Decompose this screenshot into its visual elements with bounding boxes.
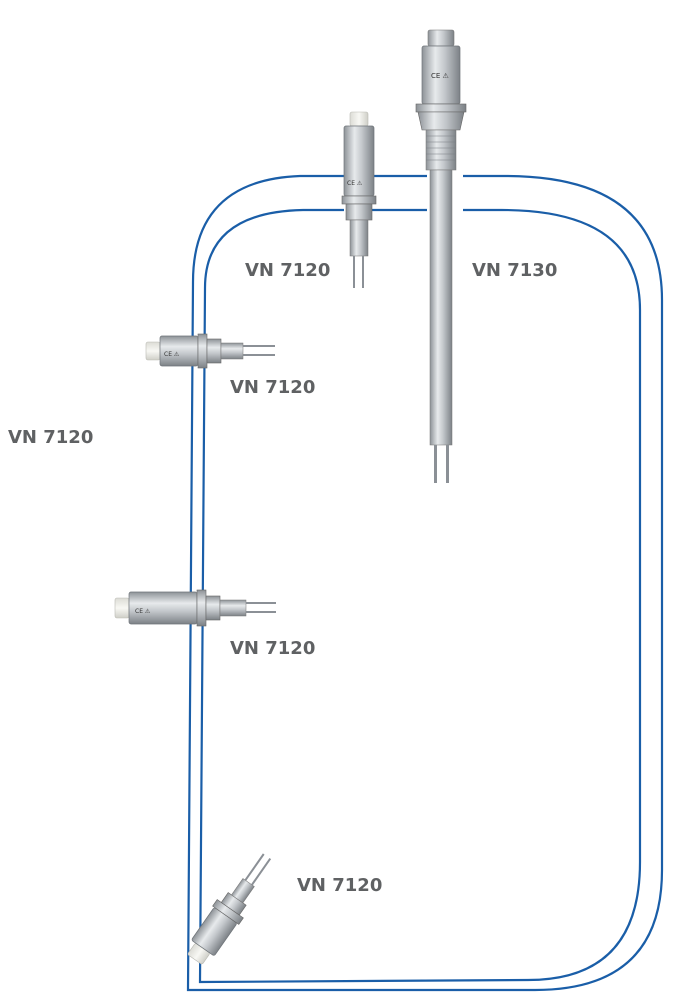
vn7120-bottom-sensor-icon xyxy=(187,853,272,965)
pipe-loop xyxy=(186,170,664,992)
label-vn7120-outside: VN 7120 xyxy=(8,427,94,448)
svg-text:CE ⚠: CE ⚠ xyxy=(431,72,450,80)
pipe-outer-wall xyxy=(186,174,664,992)
pipe-inner-wall xyxy=(198,208,642,984)
vn7120-side-lower-sensor-icon: CE ⚠ xyxy=(114,589,276,627)
svg-text:CE ⚠: CE ⚠ xyxy=(347,180,363,187)
label-vn7130: VN 7130 xyxy=(472,260,558,281)
vn7130-sensor-icon: CE ⚠ xyxy=(415,29,467,483)
svg-text:CE ⚠: CE ⚠ xyxy=(164,351,180,358)
vn7120-top-sensor-icon: CE ⚠ xyxy=(341,111,377,288)
label-vn7120-side-lower: VN 7120 xyxy=(230,638,316,659)
label-vn7120-top: VN 7120 xyxy=(245,260,331,281)
label-vn7120-side-upper: VN 7120 xyxy=(230,377,316,398)
label-vn7120-bottom: VN 7120 xyxy=(297,875,383,896)
svg-text:CE ⚠: CE ⚠ xyxy=(135,608,151,615)
vn7120-side-upper-sensor-icon: CE ⚠ xyxy=(145,333,275,369)
